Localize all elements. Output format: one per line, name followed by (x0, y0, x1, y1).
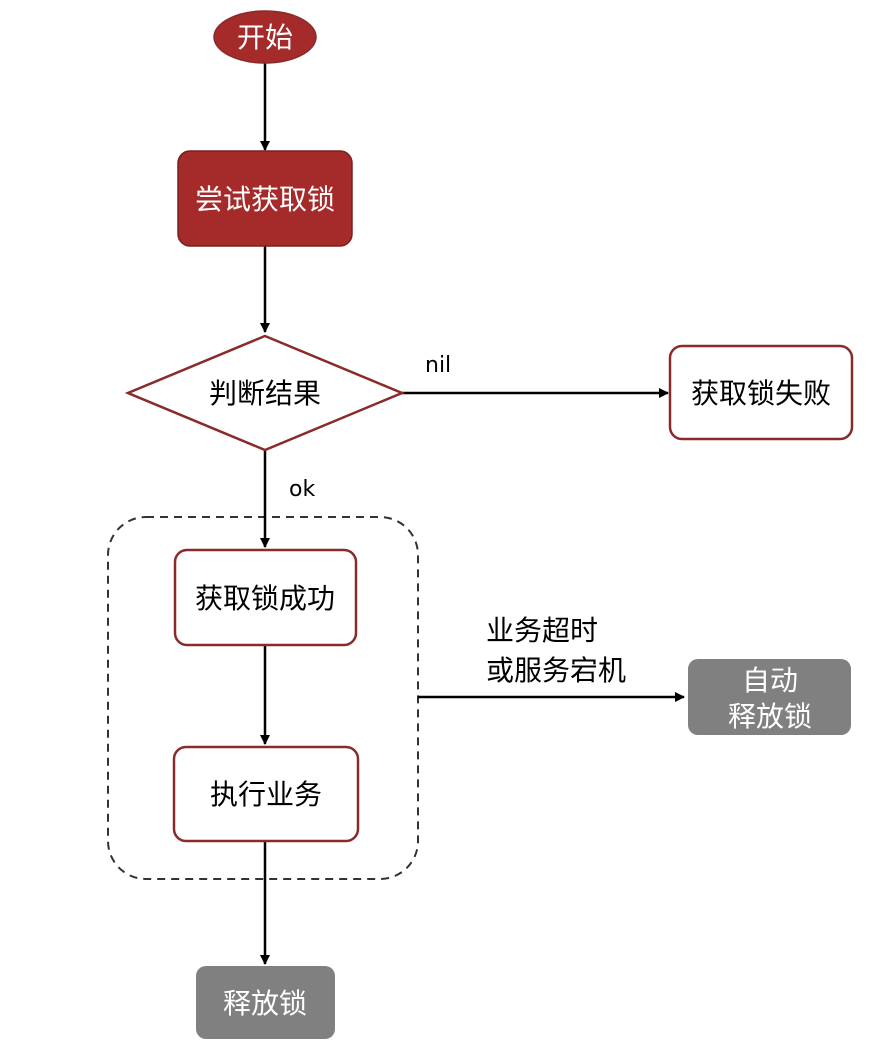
execute-node: 执行业务 (172, 745, 360, 843)
start-label: 开始 (237, 21, 293, 54)
judge-label: 判断结果 (209, 377, 321, 410)
start-node: 开始 (213, 10, 317, 64)
release-node: 释放锁 (196, 966, 335, 1039)
release-label: 释放锁 (223, 987, 307, 1020)
try-lock-node: 尝试获取锁 (177, 150, 353, 247)
execute-box (172, 745, 360, 843)
lock-success-box (173, 548, 358, 647)
start-ellipse (213, 10, 317, 64)
auto-release-label-line1: 自动 (742, 664, 798, 697)
try-lock-label: 尝试获取锁 (195, 183, 335, 216)
lock-fail-label: 获取锁失败 (691, 377, 831, 410)
execute-label: 执行业务 (210, 778, 322, 811)
auto-release-box (688, 659, 851, 735)
edge-label-timeout-line1: 业务超时 (486, 614, 598, 647)
auto-release-node: 自动 释放锁 (688, 659, 851, 735)
lock-success-label: 获取锁成功 (195, 582, 335, 615)
try-lock-box (177, 150, 353, 247)
edge-label-timeout-line2: 或服务宕机 (486, 654, 626, 687)
edge-label-nil: nil (425, 353, 451, 378)
release-box (196, 966, 335, 1039)
lock-success-node: 获取锁成功 (173, 548, 358, 647)
judge-diamond (124, 334, 406, 452)
judge-node: 判断结果 (124, 334, 406, 452)
lock-fail-box (668, 344, 854, 441)
edge-label-ok: ok (289, 477, 315, 502)
auto-release-label-line2: 释放锁 (728, 700, 812, 733)
lock-fail-node: 获取锁失败 (668, 344, 854, 441)
